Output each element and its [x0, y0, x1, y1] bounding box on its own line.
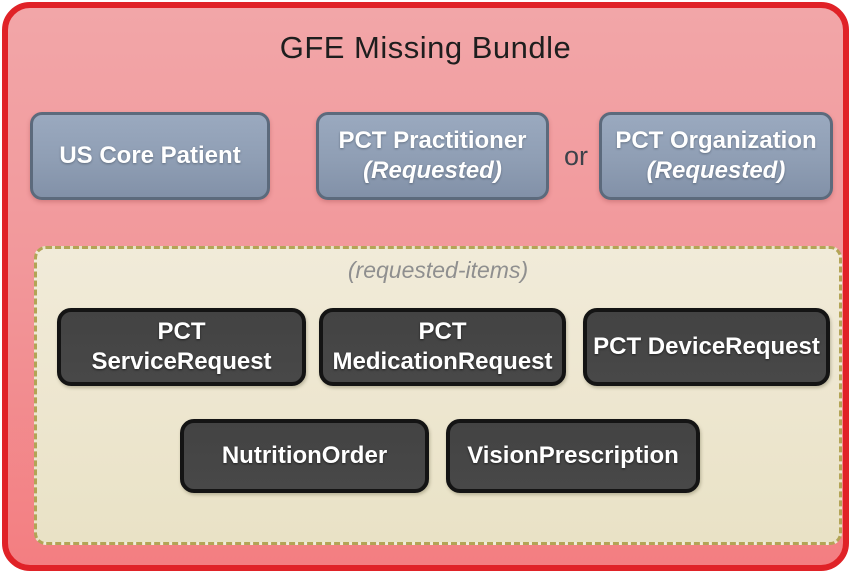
requested-items-container: (requested-items) PCT ServiceRequest PCT…: [34, 246, 842, 545]
pct-organization-label: PCT Organization: [615, 127, 817, 154]
visionprescription-label: VisionPrescription: [467, 442, 679, 469]
or-label: or: [563, 140, 588, 171]
pct-servicerequest-box: PCT ServiceRequest: [57, 308, 306, 386]
pct-practitioner-label: PCT Practitioner: [338, 127, 527, 154]
pct-devicerequest-label: PCT DeviceRequest: [593, 333, 820, 360]
pct-organization-box: PCT Organization (Requested): [599, 112, 833, 200]
pct-medicationrequest-label-line1: PCT: [418, 318, 467, 345]
nutritionorder-label: NutritionOrder: [221, 442, 388, 469]
pct-practitioner-sublabel: (Requested): [363, 157, 502, 184]
us-core-patient-label: US Core Patient: [59, 142, 241, 169]
pct-servicerequest-label-line2: ServiceRequest: [91, 348, 272, 375]
pct-devicerequest-box: PCT DeviceRequest: [583, 308, 830, 386]
diagram-title: GFE Missing Bundle: [279, 30, 572, 65]
nutritionorder-box: NutritionOrder: [180, 419, 429, 493]
us-core-patient-box: US Core Patient: [30, 112, 270, 200]
pct-practitioner-box: PCT Practitioner (Requested): [316, 112, 549, 200]
pct-organization-sublabel: (Requested): [646, 157, 786, 184]
visionprescription-box: VisionPrescription: [446, 419, 700, 493]
pct-servicerequest-label-line1: PCT: [157, 318, 206, 345]
requested-items-label: (requested-items): [347, 257, 529, 283]
pct-medicationrequest-box: PCT MedicationRequest: [319, 308, 566, 386]
pct-medicationrequest-label-line2: MedicationRequest: [332, 348, 553, 375]
